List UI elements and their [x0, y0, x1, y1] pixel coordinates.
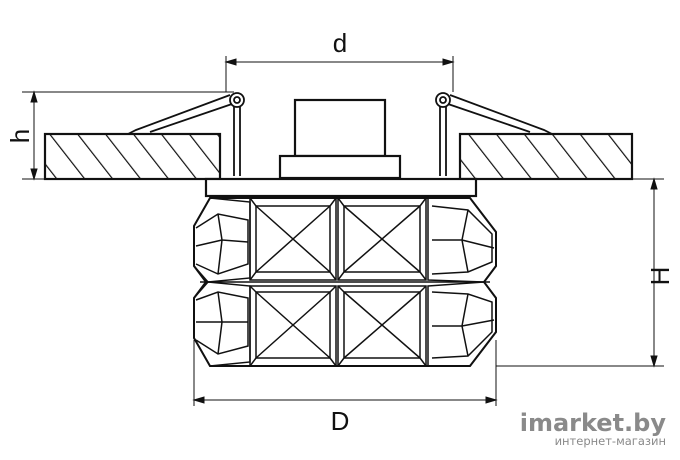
- watermark-logo: imarket.by интернет-магазин: [520, 409, 667, 448]
- watermark-brand: imarket.by: [520, 409, 667, 437]
- dimension-label-D: D: [331, 406, 350, 436]
- crystal-square-bottom-right: [337, 285, 427, 367]
- dimension-h: [22, 90, 234, 181]
- spring-clip-left: [127, 92, 245, 176]
- crystal-square-top-left: [249, 197, 337, 281]
- crystal-square-bottom-left: [249, 285, 337, 367]
- crystal-right-facets: [427, 197, 497, 367]
- crystal-square-top-right: [337, 197, 427, 281]
- dimension-label-h: h: [5, 129, 35, 143]
- ceiling-right: [458, 132, 634, 181]
- watermark-tagline: интернет-магазин: [555, 434, 666, 448]
- base-plate: [204, 177, 478, 198]
- crystal-body: [193, 197, 497, 367]
- ceiling-left: [43, 132, 222, 181]
- spring-clip-right: [435, 92, 553, 176]
- dimension-H: [496, 177, 664, 368]
- dimension-label-d: d: [333, 28, 347, 58]
- dimension-label-H: H: [645, 267, 675, 286]
- dimension-D: [192, 340, 498, 406]
- lamp-socket: [278, 98, 402, 180]
- dimension-d: [224, 56, 455, 92]
